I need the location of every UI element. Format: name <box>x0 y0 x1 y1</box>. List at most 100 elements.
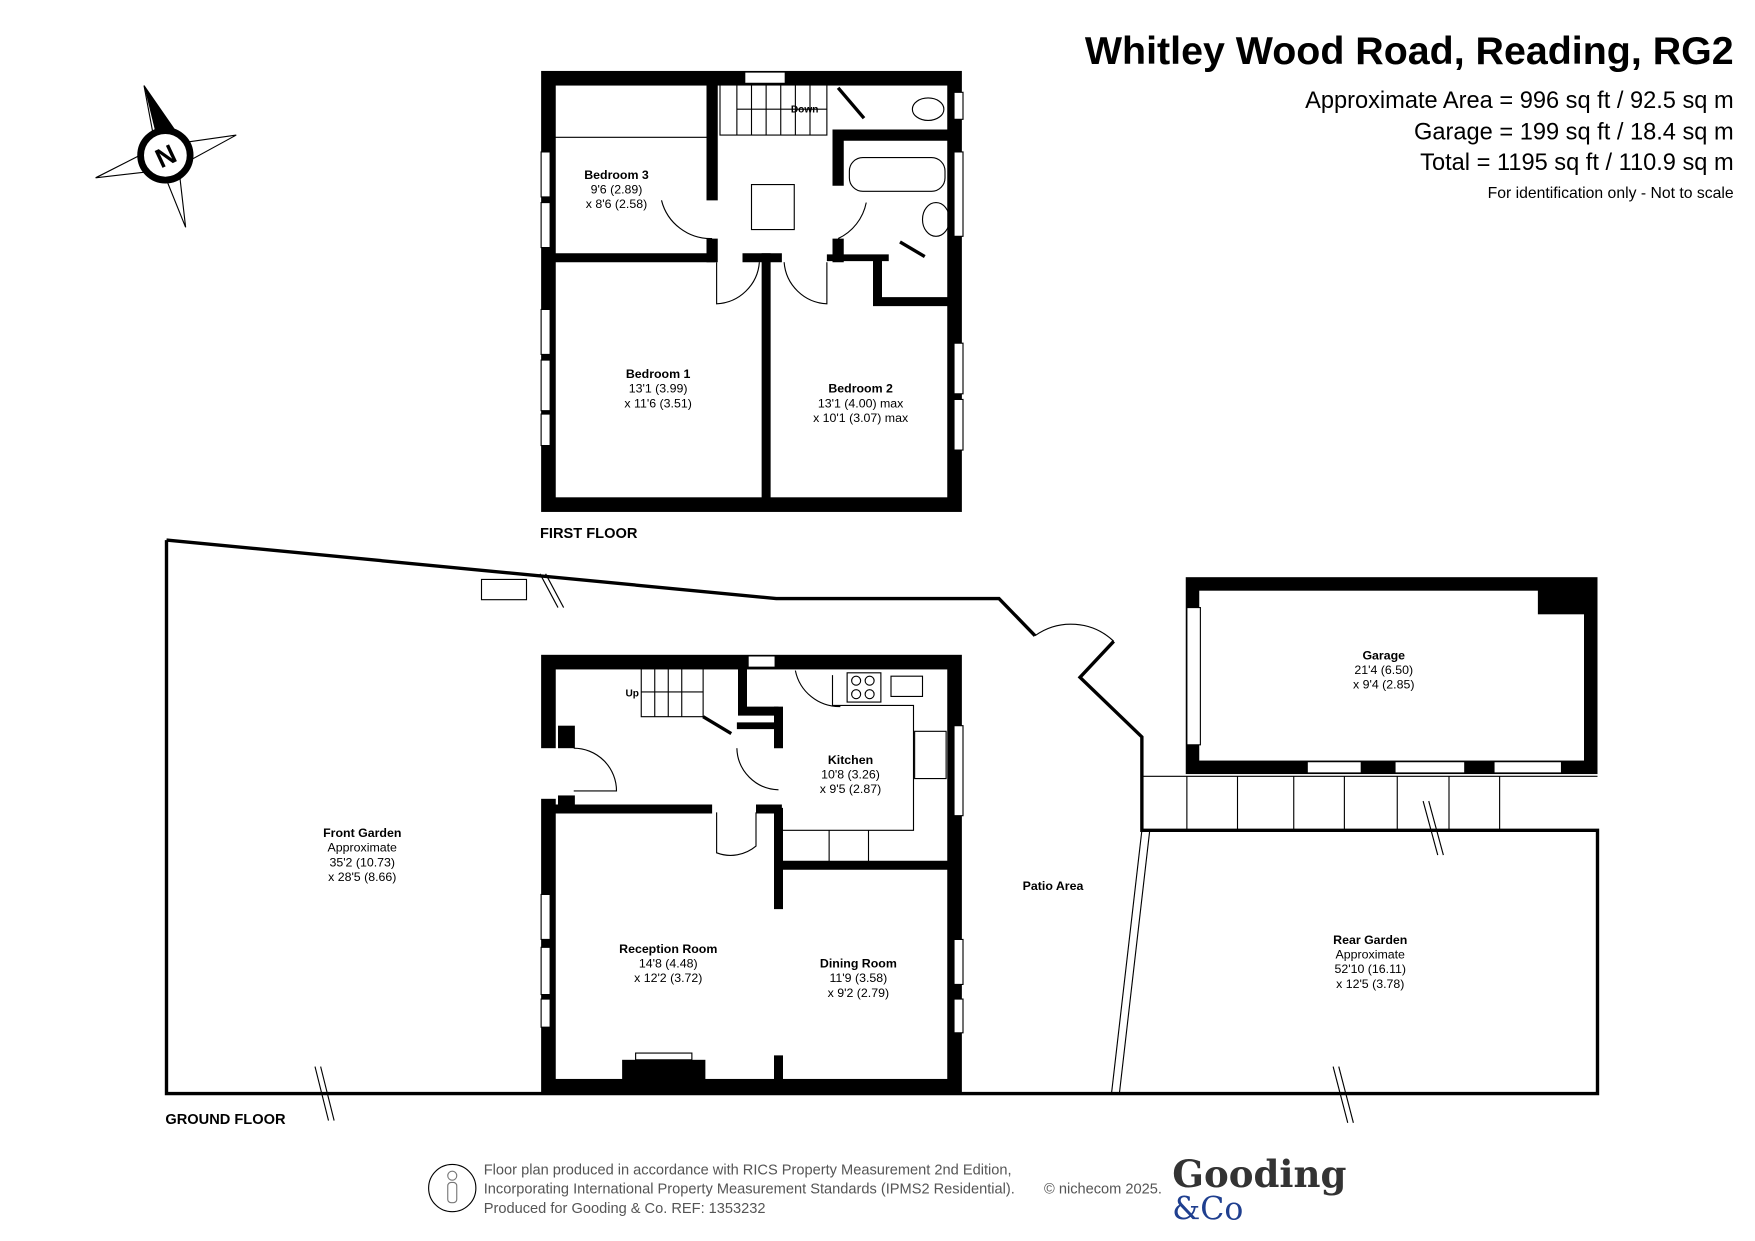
plan-shape <box>953 342 964 395</box>
room-dim: 21'4 (6.50) <box>1354 663 1413 677</box>
plan-shape <box>1493 761 1563 774</box>
stairs-icon <box>719 83 828 136</box>
door-arc <box>736 748 779 791</box>
plan-shape <box>953 725 964 817</box>
loft-hatch <box>750 184 795 231</box>
plan-shape <box>541 70 962 512</box>
page-title: Whitley Wood Road, Reading, RG2 <box>1085 29 1734 73</box>
wall-line <box>836 86 866 120</box>
plan-shape <box>1394 761 1466 774</box>
door-arc <box>573 747 618 792</box>
plan-shape <box>558 725 575 749</box>
garden-sub: Approximate <box>328 841 398 855</box>
bath-icon <box>848 157 946 192</box>
room-name: Bedroom 3 <box>584 168 649 182</box>
plan-shape <box>534 748 563 799</box>
plan-shape <box>1306 761 1362 774</box>
plan-shape <box>144 85 175 141</box>
plan-shape <box>635 1052 693 1061</box>
room-dim: x 11'6 (3.51) <box>624 396 691 410</box>
plan-shape <box>540 998 551 1028</box>
garden-dim: x 28'5 (8.66) <box>328 870 396 884</box>
room-dim: x 8'6 (2.58) <box>586 197 647 211</box>
door-arc <box>783 262 828 305</box>
plan-shape <box>747 655 776 668</box>
room-name: Bedroom 2 <box>828 382 893 396</box>
plan-shape <box>540 151 551 198</box>
garden-dim: 35'2 (10.73) <box>329 855 395 869</box>
plan-shape <box>953 151 964 237</box>
room-name: Bedroom 1 <box>626 367 691 381</box>
plan-shape <box>480 578 528 601</box>
wall-line <box>320 1066 335 1121</box>
plan-shape <box>447 1181 458 1204</box>
room-dim: 13'1 (4.00) max <box>818 396 904 410</box>
garden-sub: Approximate <box>1336 948 1406 962</box>
disclaimer: For identification only - Not to scale <box>1488 185 1734 202</box>
door-arc <box>716 812 757 856</box>
plan-shape <box>1537 583 1595 615</box>
patio-label: Patio Area <box>1023 879 1084 893</box>
room-dim: 14'8 (4.48) <box>639 957 698 971</box>
room-dim: x 10'1 (3.07) max <box>813 411 909 425</box>
sink-icon <box>914 730 947 780</box>
plan-shape <box>622 1059 706 1087</box>
garden-dim: x 12'5 (3.78) <box>1336 977 1404 991</box>
plan-shape <box>953 938 964 985</box>
north-arrow-icon: N <box>95 85 237 228</box>
plan-shape <box>540 946 551 996</box>
plan-shape <box>1186 607 1201 746</box>
wall-line <box>1428 800 1444 856</box>
plan-shape <box>864 689 875 700</box>
logo-gooding: Gooding <box>1172 1152 1346 1196</box>
room-dim: 11'9 (3.58) <box>829 971 887 985</box>
plan-shape <box>851 675 862 686</box>
garden-name: Rear Garden <box>1333 933 1407 947</box>
footer-line-3: Produced for Gooding & Co. REF: 1353232 <box>484 1201 766 1217</box>
room-dim: x 9'4 (2.85) <box>1353 678 1414 692</box>
wall-line <box>873 257 954 307</box>
room-dim: x 9'2 (2.79) <box>828 986 889 1000</box>
room-name: Garage <box>1362 648 1405 662</box>
room-dim: 9'6 (2.89) <box>591 183 643 197</box>
wall-line <box>1118 830 1151 1094</box>
room-dim: 13'1 (3.99) <box>629 382 688 396</box>
plan-shape <box>1034 623 1115 642</box>
door-arc <box>794 670 841 708</box>
door-arc <box>837 202 867 240</box>
wall-line <box>899 240 926 259</box>
plan-shape <box>953 398 964 451</box>
room-dim: 10'8 (3.26) <box>821 768 880 782</box>
room-dim: x 12'2 (3.72) <box>634 971 702 985</box>
plan-shape <box>540 413 551 447</box>
kitchen-worktop <box>781 675 915 831</box>
wall-line <box>1332 1066 1349 1123</box>
wall-line <box>1110 830 1143 1094</box>
plan-shape <box>540 893 551 940</box>
stairs-icon <box>640 665 733 736</box>
wall-line <box>164 540 1600 1096</box>
plan-shape <box>890 675 924 697</box>
stairs-up-label: Up <box>626 688 639 699</box>
footer-line-1: Floor plan produced in accordance with R… <box>484 1163 1012 1179</box>
garage-area: Garage = 199 sq ft / 18.4 sq m <box>1414 120 1734 146</box>
plan-shape <box>953 998 964 1034</box>
wall-line <box>545 573 565 608</box>
first-floor-label: FIRST FLOOR <box>540 526 638 542</box>
wall-line <box>702 715 733 736</box>
ground-floor-label: GROUND FLOOR <box>165 1112 286 1128</box>
wall-line <box>1422 800 1439 856</box>
plan-shape <box>540 359 551 412</box>
approx-area: Approximate Area = 996 sq ft / 92.5 sq m <box>1305 88 1734 114</box>
plan-shape <box>744 71 786 84</box>
plan-shape <box>851 689 862 700</box>
hob-icon <box>846 672 882 703</box>
wall-line <box>1338 1066 1354 1123</box>
room-name: Dining Room <box>820 957 897 971</box>
basin-icon <box>921 202 951 237</box>
plan-shape <box>137 127 194 184</box>
wall-line <box>539 573 559 608</box>
garden-name: Front Garden <box>323 826 401 840</box>
copyright: © nichecom 2025. <box>1044 1182 1162 1198</box>
